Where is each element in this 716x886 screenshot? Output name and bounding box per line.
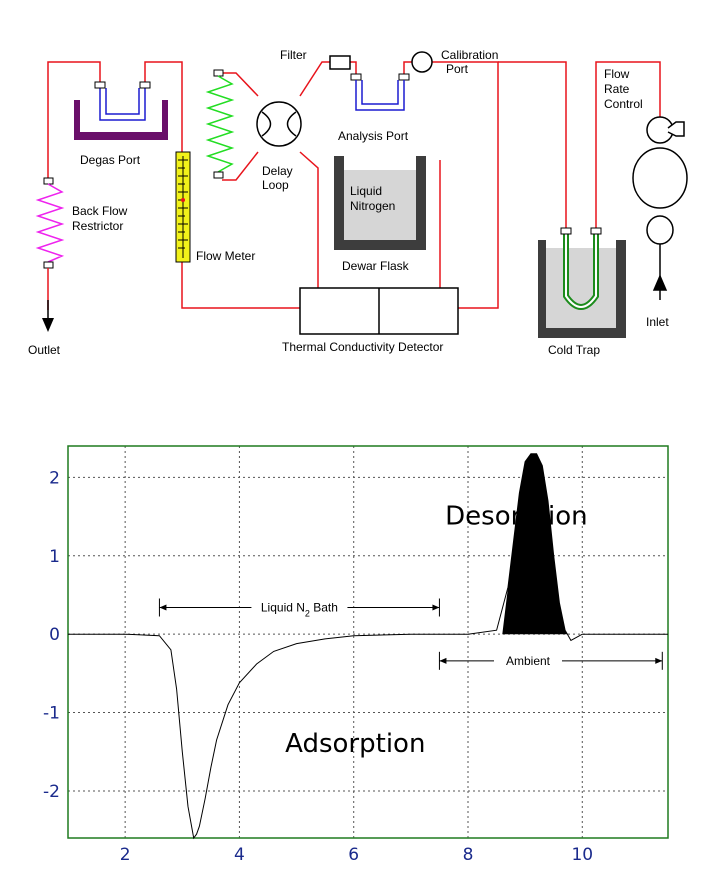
delay-loop [205, 69, 235, 179]
x-tick-label: 6 [348, 845, 359, 865]
liquid-bath-label-bg [251, 599, 348, 616]
label-tcd: Thermal Conductivity Detector [282, 340, 443, 354]
x-tick-label: 2 [120, 845, 131, 865]
label-filter: Filter [280, 48, 307, 62]
liquid-bath-label: Liquid N2 Bath [261, 601, 338, 619]
adsorption-label: Adsorption [285, 729, 425, 759]
label-inlet: Inlet [646, 315, 669, 329]
flow-rate-control [632, 116, 688, 300]
label-dewar-flask: Dewar Flask [342, 259, 410, 273]
x-tick-label: 4 [234, 845, 245, 865]
ambient-range-arrowhead [439, 657, 447, 664]
desorption-label: Desorption [445, 501, 587, 531]
label-back-flow-1: Back Flow [72, 204, 128, 218]
filter [329, 55, 351, 70]
label-calibration-1: Calibration [441, 48, 498, 62]
label-analysis-port: Analysis Port [338, 129, 409, 143]
gas-tubing [47, 61, 661, 309]
label-calibration-2: Port [446, 62, 469, 76]
label-cold-trap: Cold Trap [548, 343, 600, 357]
y-tick-label: -2 [43, 782, 60, 802]
liquid-bath-suffix: Bath [310, 601, 338, 615]
chart-annotations: Desorption Adsorption Liquid N2 Bath Amb… [158, 501, 663, 759]
apparatus-diagram: Filter Calibration Port Flow Rate Contro… [28, 48, 688, 357]
label-liquid-1: Liquid [350, 184, 382, 198]
label-flow-rate-3: Control [604, 97, 643, 111]
ambient-range-arrowhead [655, 657, 663, 664]
x-tick-labels: 2 4 6 8 10 [120, 845, 593, 865]
label-degas-port: Degas Port [80, 153, 141, 167]
y-tick-label: -1 [43, 704, 60, 724]
label-liquid-2: Nitrogen [350, 199, 395, 213]
label-back-flow-2: Restrictor [72, 219, 123, 233]
chart-frame [67, 445, 669, 839]
x-tick-label: 8 [463, 845, 474, 865]
x-tick-label: 10 [571, 845, 593, 865]
label-flow-rate-2: Rate [604, 82, 630, 96]
ambient-label: Ambient [506, 654, 551, 668]
y-tick-label: 0 [49, 625, 60, 645]
y-tick-labels: 2 1 0 -1 -2 [43, 468, 60, 802]
label-delay-1: Delay [262, 164, 293, 178]
flow-meter [175, 151, 191, 263]
switching-valve [256, 101, 302, 147]
tcd-box [299, 287, 459, 335]
calibration-port [411, 51, 433, 73]
liquid-bath-range-arrowhead [432, 604, 440, 611]
y-tick-label: 1 [49, 547, 60, 567]
label-delay-2: Loop [262, 178, 289, 192]
label-flow-meter: Flow Meter [196, 249, 255, 263]
ambient-label-bg [494, 652, 562, 669]
signal-curve [68, 453, 668, 840]
degas-port [74, 81, 168, 140]
label-flow-rate-1: Flow [604, 67, 630, 81]
y-tick-label: 2 [49, 468, 60, 488]
label-outlet: Outlet [28, 343, 61, 357]
chart-grid [68, 446, 668, 838]
back-flow-restrictor [35, 177, 65, 332]
liquid-bath-subscript: 2 [305, 609, 310, 619]
dewar-flask [334, 156, 426, 250]
liquid-bath-range-arrowhead [159, 604, 167, 611]
ambient-range [438, 651, 663, 670]
liquid-bath-range [158, 598, 440, 617]
liquid-bath-prefix: Liquid N [261, 601, 305, 615]
desorption-peak-area [502, 453, 568, 635]
analysis-port [350, 73, 410, 111]
cold-trap [538, 227, 626, 338]
desorption-fill [502, 453, 568, 635]
